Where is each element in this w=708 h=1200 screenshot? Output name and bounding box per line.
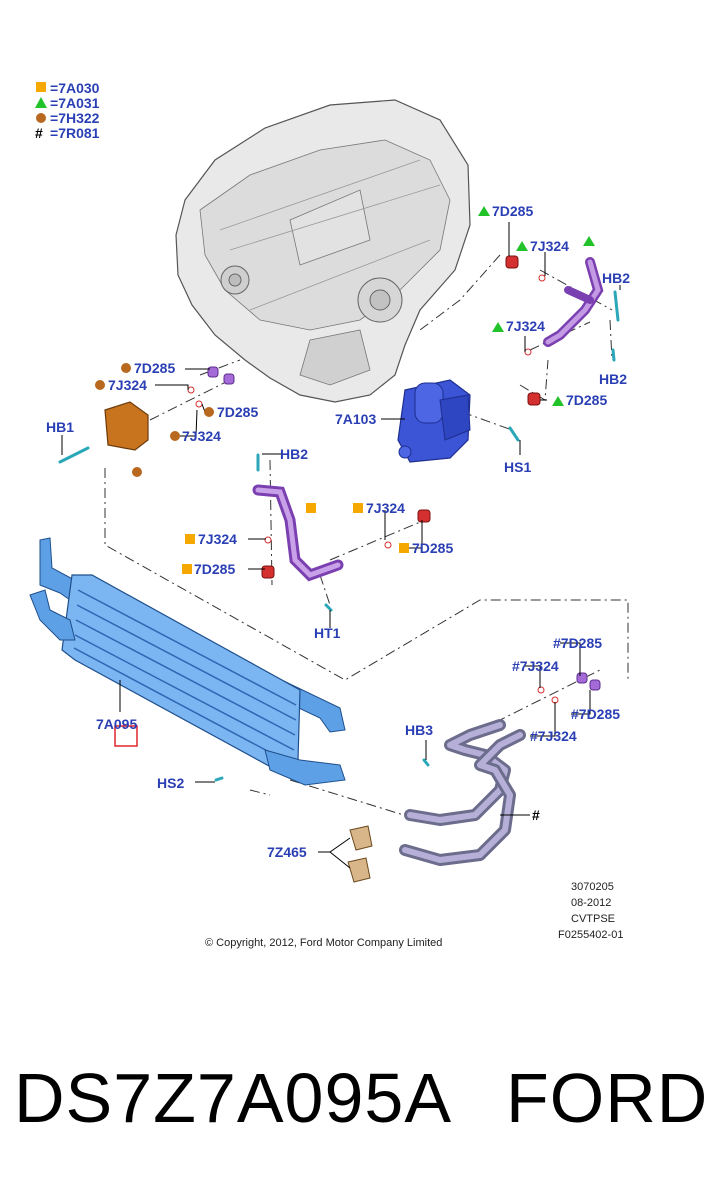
callout-7J324: #7J324 [530, 728, 577, 744]
legend-circle-icon [36, 113, 46, 123]
callout-7A103: 7A103 [335, 411, 376, 427]
middle-hose [252, 484, 344, 582]
oil-cooler [29, 537, 346, 786]
legend-code-3: =7H322 [50, 110, 100, 126]
leader-lines [61, 222, 621, 869]
callout-7D285: 7D285 [134, 360, 175, 376]
cooler-tubes [399, 719, 526, 866]
transmission-housing [175, 99, 471, 403]
callout-HB1: HB1 [46, 419, 74, 435]
meta-line-4: F0255402-01 [558, 929, 623, 941]
callout-HS1: HS1 [504, 459, 531, 475]
callout-HT1: HT1 [314, 625, 341, 641]
legend-triangle-icon [35, 97, 47, 108]
legend-hash-icon: # [35, 125, 43, 141]
callout-7D285: #7D285 [571, 706, 620, 722]
callout-HB2: HB2 [602, 270, 630, 286]
callout-7J324: 7J324 [366, 500, 405, 516]
callout-HB2: HB2 [599, 371, 627, 387]
copyright: © Copyright, 2012, Ford Motor Company Li… [205, 937, 442, 949]
clips-7Z465 [347, 825, 373, 883]
bolts [58, 290, 620, 782]
legend: =7A030 =7A031 =7H322 # =7R081 [35, 80, 100, 141]
callout-7D285: 7D285 [194, 561, 235, 577]
legend-code-1: =7A030 [50, 80, 100, 96]
brand-name: FORD [506, 1059, 708, 1137]
bracket-7H322 [104, 401, 149, 477]
meta-line-3: CVTPSE [571, 913, 615, 925]
legend-code-4: =7R081 [50, 125, 100, 141]
callout-7J324: #7J324 [512, 658, 559, 674]
callout-7A095: 7A095 [96, 716, 137, 732]
callout-HB3: HB3 [405, 722, 433, 738]
callout-labels: 7D285 7J324 HB2 7J324 HB2 7D285 7D285 7J… [46, 203, 630, 860]
callout-HB2: HB2 [280, 446, 308, 462]
callout-7J324: 7J324 [198, 531, 237, 547]
selected-part-marker [114, 725, 138, 747]
callout-7J324: 7J324 [182, 428, 221, 444]
callout-7D285: 7D285 [412, 540, 453, 556]
thermostat-valve [397, 379, 471, 463]
callout-HS2: HS2 [157, 775, 184, 791]
part-number: DS7Z7A095A [14, 1059, 453, 1137]
callout-7D285: #7D285 [553, 635, 602, 651]
callout-7J324: 7J324 [506, 318, 545, 334]
callout-7J324: 7J324 [108, 377, 147, 393]
upper-hose [543, 257, 604, 347]
meta-line-2: 08-2012 [571, 897, 611, 909]
callout-7D285: 7D285 [217, 404, 258, 420]
parts-diagram: =7A030 =7A031 =7H322 # =7R081 [29, 80, 630, 949]
legend-code-2: =7A031 [50, 95, 100, 111]
callout-7D285: 7D285 [492, 203, 533, 219]
callout-7D285: 7D285 [566, 392, 607, 408]
legend-square-icon [36, 82, 46, 92]
meta-line-1: 3070205 [571, 881, 614, 893]
fittings [187, 255, 601, 704]
diagram-metadata: 3070205 08-2012 CVTPSE F0255402-01 © Cop… [205, 881, 623, 949]
callout-7J324: 7J324 [530, 238, 569, 254]
callout-7Z465: 7Z465 [267, 844, 307, 860]
callout-hash: # [532, 807, 540, 823]
